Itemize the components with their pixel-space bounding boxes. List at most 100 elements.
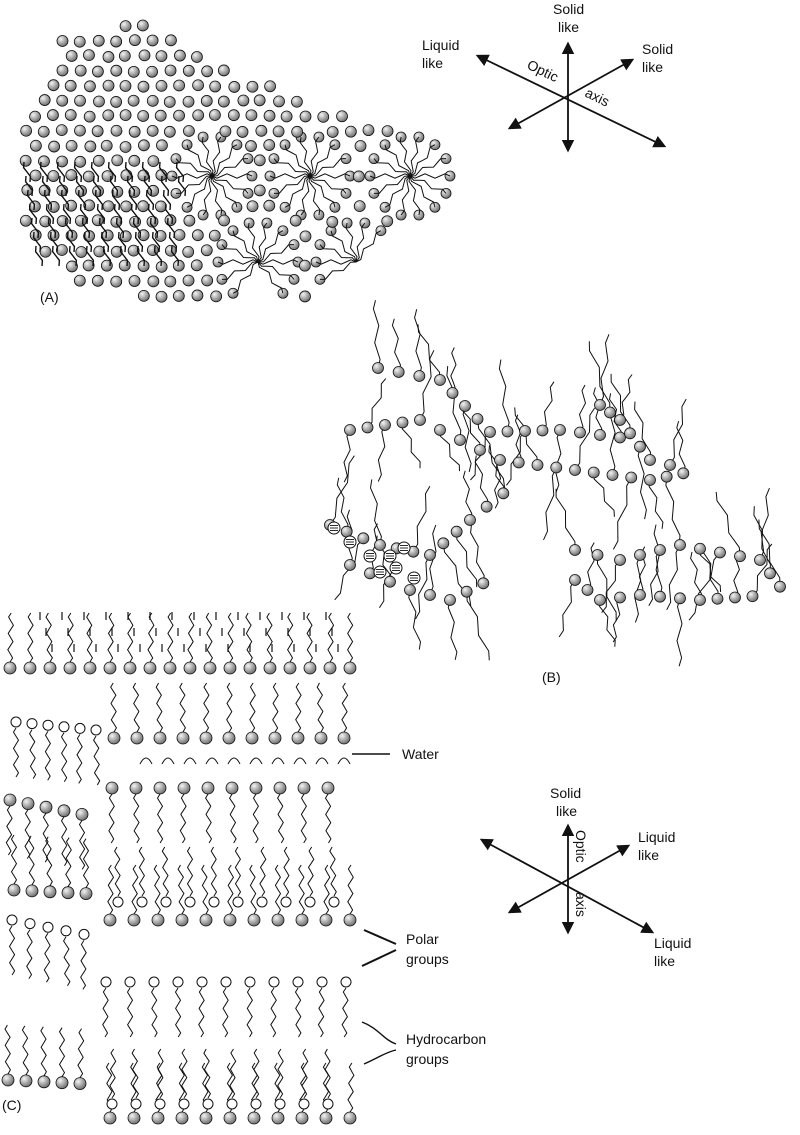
- lipid-head-sphere: [151, 1111, 165, 1125]
- panel-a-tail: [98, 217, 108, 239]
- water-arc: [161, 757, 175, 765]
- panel-b-tail: [462, 470, 473, 521]
- lipid-head-sphere: [446, 387, 459, 399]
- lipid-head-sphere: [729, 591, 741, 604]
- panel-c-tail: [107, 612, 115, 663]
- lipid-head-sphere: [614, 554, 626, 566]
- lipid-head-sphere: [594, 399, 606, 411]
- panel-b-tail: [634, 401, 652, 461]
- lipid-head-sphere: [74, 214, 87, 227]
- lipid-head-sphere: [594, 594, 606, 606]
- panel-b-tail: [587, 542, 595, 591]
- lipid-head-sphere: [264, 80, 276, 93]
- panel-a-hexagonal-phase: (A): [19, 19, 456, 305]
- panel-b-tail: [474, 455, 489, 507]
- lipid-head-sphere: [199, 731, 213, 745]
- lipid-head-sphere: [319, 913, 333, 927]
- lipid-head-sphere: [246, 80, 259, 93]
- panel-a-rosette-tail: [309, 136, 320, 177]
- lipid-head-sphere: [110, 124, 123, 137]
- lipid-head-sphere: [83, 661, 97, 675]
- lipid-head-open: [178, 1098, 190, 1110]
- lipid-head-sphere: [459, 400, 471, 412]
- panel-a-label: (A): [40, 289, 59, 305]
- lipid-head-sphere: [43, 661, 57, 675]
- lipid-head-open: [274, 1098, 286, 1110]
- panel-a-tail: [64, 217, 74, 239]
- panel-a-sphere-lattice: [19, 19, 456, 303]
- lipid-head-sphere: [165, 34, 177, 47]
- lipid-head-sphere: [192, 109, 205, 122]
- lipid-head-sphere: [154, 200, 167, 213]
- lipid-head-sphere: [554, 424, 566, 436]
- panel-b-tail: [408, 589, 422, 650]
- panel-a-tail: [56, 161, 66, 183]
- panel-c-tail: [5, 805, 13, 856]
- panel-a-tail: [175, 161, 185, 183]
- panel-a-rosette-tail: [232, 261, 259, 294]
- lipid-head-sphere: [182, 274, 195, 287]
- lipid-head-sphere: [227, 109, 240, 122]
- lipid-head-sphere: [66, 260, 78, 273]
- bottom-right-lower-label-line2: like: [654, 953, 675, 969]
- lipid-head-sphere: [39, 245, 52, 258]
- panel-a-rosette-tail: [221, 261, 259, 280]
- lipid-head-sphere: [127, 1111, 141, 1125]
- panel-a-tail: [41, 175, 51, 197]
- panel-c-tail: [272, 682, 279, 733]
- panel-b-tail: [690, 551, 702, 601]
- lipid-head-sphere: [84, 140, 97, 153]
- panel-a-rosette-tail: [210, 175, 223, 216]
- panel-c-tail: [155, 682, 163, 733]
- panel-a-tail: [43, 189, 53, 211]
- panel-b-tail: [676, 420, 686, 474]
- lipid-head-sphere: [146, 65, 158, 78]
- lipid-head-sphere: [91, 125, 104, 138]
- lipid-head-sphere: [48, 140, 61, 153]
- lipid-head-sphere: [105, 781, 119, 795]
- lipid-head-sphere: [614, 591, 626, 604]
- panel-c-tail: [26, 929, 33, 979]
- lipid-head-sphere: [484, 426, 496, 438]
- lipid-head-open: [90, 724, 102, 736]
- top-left-label-line1: Liquid: [422, 37, 459, 53]
- panel-c-tail: [259, 846, 267, 897]
- panel-b-tail: [401, 422, 421, 469]
- lipid-head-sphere: [245, 731, 259, 745]
- lipid-head-sphere: [91, 274, 104, 287]
- panel-a-tail: [124, 161, 134, 183]
- optic-axis-diagram-top: Solid like Liquid like Solid like Optic …: [422, 1, 673, 153]
- panel-b-tail: [542, 381, 555, 431]
- bottom-right-upper-label-line1: Liquid: [638, 829, 675, 845]
- lipid-head-sphere: [223, 913, 237, 927]
- panel-a-tail: [141, 161, 151, 183]
- panel-a-rosette-tail: [309, 173, 351, 179]
- lipid-head-sphere: [210, 290, 223, 303]
- lipid-head-sphere: [43, 885, 57, 899]
- lipid-head-sphere: [182, 245, 195, 258]
- panel-a-rosette-tail: [345, 222, 358, 263]
- water-arc: [271, 757, 285, 765]
- lipid-head-sphere: [25, 884, 39, 898]
- lipid-head-sphere: [102, 79, 115, 92]
- panel-a-rosette-tail: [409, 173, 451, 179]
- panel-c-tail: [86, 612, 93, 663]
- lipid-head-sphere: [57, 804, 71, 818]
- lipid-head-sphere: [136, 19, 149, 32]
- panel-b-tail: [446, 366, 462, 441]
- panel-c-tail: [329, 846, 337, 897]
- lipid-head-sphere: [47, 79, 60, 92]
- panel-a-tail: [62, 203, 72, 225]
- panel-a-rosette-tail: [409, 158, 447, 177]
- lipid-head-sphere: [128, 125, 141, 138]
- panel-c-tail: [341, 682, 349, 733]
- lipid-head-sphere: [774, 580, 786, 593]
- panel-b-tail: [466, 591, 490, 661]
- panel-c-tail: [82, 838, 90, 888]
- panel-c-tail: [205, 612, 213, 663]
- lipid-head-sphere: [644, 474, 656, 486]
- lipid-head-sphere: [39, 215, 52, 228]
- panel-b-tail: [372, 300, 381, 369]
- lipid-head-sphere: [694, 594, 706, 606]
- lipid-head-sphere: [714, 546, 726, 559]
